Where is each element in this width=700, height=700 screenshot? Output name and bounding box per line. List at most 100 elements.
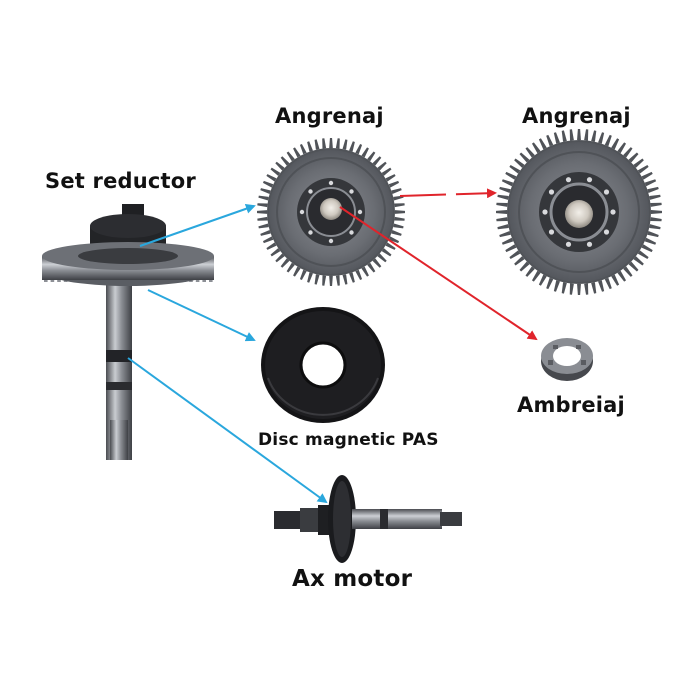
gear-tooth — [509, 164, 521, 174]
gear-hole — [349, 230, 354, 235]
gear-tooth — [391, 188, 402, 194]
gear-tooth — [628, 152, 639, 163]
gear-tooth — [286, 151, 295, 162]
gear-tooth — [299, 269, 307, 281]
gear-hole — [603, 189, 610, 195]
gear-tooth — [388, 236, 400, 244]
gear-tooth — [266, 174, 277, 182]
gear-hole — [610, 209, 616, 215]
gear-tooth — [650, 210, 662, 214]
gear-tooth — [381, 248, 392, 257]
gear-tooth — [584, 129, 589, 141]
gear-tooth — [299, 143, 307, 155]
gear-tooth — [335, 275, 340, 286]
gear-tooth — [499, 186, 511, 193]
label-set-reductor: Set reductor — [45, 169, 196, 193]
gear-tooth — [262, 180, 274, 188]
gear-tooth — [496, 210, 508, 214]
gear-tooth — [569, 129, 574, 141]
gear-tooth — [270, 248, 281, 257]
arrow-to-clutch — [339, 206, 538, 341]
gear-tooth — [286, 262, 295, 273]
gear-tooth — [499, 231, 511, 238]
gear-tooth — [372, 258, 382, 268]
gear-tooth — [501, 237, 514, 245]
arrow-gear-to-gear — [399, 188, 497, 199]
gear-left-icon — [257, 138, 405, 286]
label-angrenaj-left: Angrenaj — [275, 104, 384, 128]
clutch-ring-icon — [541, 338, 593, 381]
gear-hole — [548, 229, 555, 235]
gear-tooth — [633, 256, 644, 266]
label-angrenaj-right: Angrenaj — [522, 104, 631, 128]
gear-tooth — [361, 147, 369, 158]
gear-hole — [603, 229, 610, 235]
gear-hole — [565, 177, 572, 183]
gear-tooth — [314, 139, 320, 150]
gear-tooth — [349, 141, 355, 152]
gear-tooth — [329, 275, 333, 286]
gear-tooth — [393, 223, 404, 229]
gear-hole — [565, 241, 572, 247]
gear-tooth — [519, 261, 530, 272]
gear-tooth — [307, 272, 313, 283]
gear-tooth — [501, 179, 514, 187]
gear-tooth — [329, 138, 333, 149]
gear-tooth — [637, 164, 649, 174]
gear-tooth — [598, 280, 605, 292]
gear-hole — [357, 209, 363, 215]
gear-tooth — [519, 152, 530, 163]
gear-tooth — [342, 274, 348, 285]
gear-tooth — [553, 132, 560, 144]
gear-hole — [349, 189, 354, 194]
gear-hole — [328, 238, 334, 244]
gear-tooth — [497, 224, 509, 230]
arrow-to-disc — [147, 289, 256, 342]
gear-tooth — [270, 167, 281, 176]
gear-tooth — [355, 143, 363, 155]
gear-hole — [308, 230, 313, 235]
gear-tooth — [641, 171, 653, 180]
reductor-set-icon — [42, 204, 214, 460]
gear-tooth — [257, 210, 268, 214]
gear-tooth — [649, 224, 661, 230]
gear-tooth — [617, 142, 627, 154]
gear-tooth — [322, 138, 327, 149]
label-disc-magnetic: Disc magnetic PAS — [258, 430, 439, 450]
gear-tooth — [650, 202, 662, 207]
gear-tooth — [650, 217, 662, 222]
gear-tooth — [641, 244, 653, 253]
gear-tooth — [385, 242, 396, 250]
gear-tooth — [275, 161, 285, 171]
gear-tooth — [385, 174, 396, 182]
gear-tooth — [623, 266, 633, 277]
gear-tooth — [496, 217, 508, 222]
gear-tooth — [604, 134, 612, 147]
gear-tooth — [497, 194, 509, 200]
gear-tooth — [569, 283, 574, 295]
gear-tooth — [391, 230, 402, 236]
gear-tooth — [335, 138, 340, 149]
gear-tooth — [258, 195, 269, 201]
gear-tooth — [394, 210, 405, 214]
gear-tooth — [280, 156, 290, 166]
gear-tooth — [644, 237, 657, 245]
gear-tooth — [394, 203, 405, 208]
gear-tooth — [644, 179, 657, 187]
gear-tooth — [623, 147, 633, 158]
gear-hole — [548, 189, 555, 195]
label-ax-motor: Ax motor — [292, 566, 413, 592]
gear-tooth — [355, 269, 363, 281]
gear-tooth — [381, 167, 392, 176]
label-ambreiaj: Ambreiaj — [517, 393, 625, 417]
gear-tooth — [514, 158, 525, 168]
gear-hole — [586, 241, 593, 247]
gear-tooth — [496, 202, 508, 207]
gear-tooth — [531, 142, 541, 154]
gear-tooth — [266, 242, 277, 250]
gear-tooth — [260, 230, 271, 236]
gear-tooth — [538, 274, 547, 286]
magnetic-disc-icon — [261, 307, 385, 423]
gear-tooth — [509, 250, 521, 260]
